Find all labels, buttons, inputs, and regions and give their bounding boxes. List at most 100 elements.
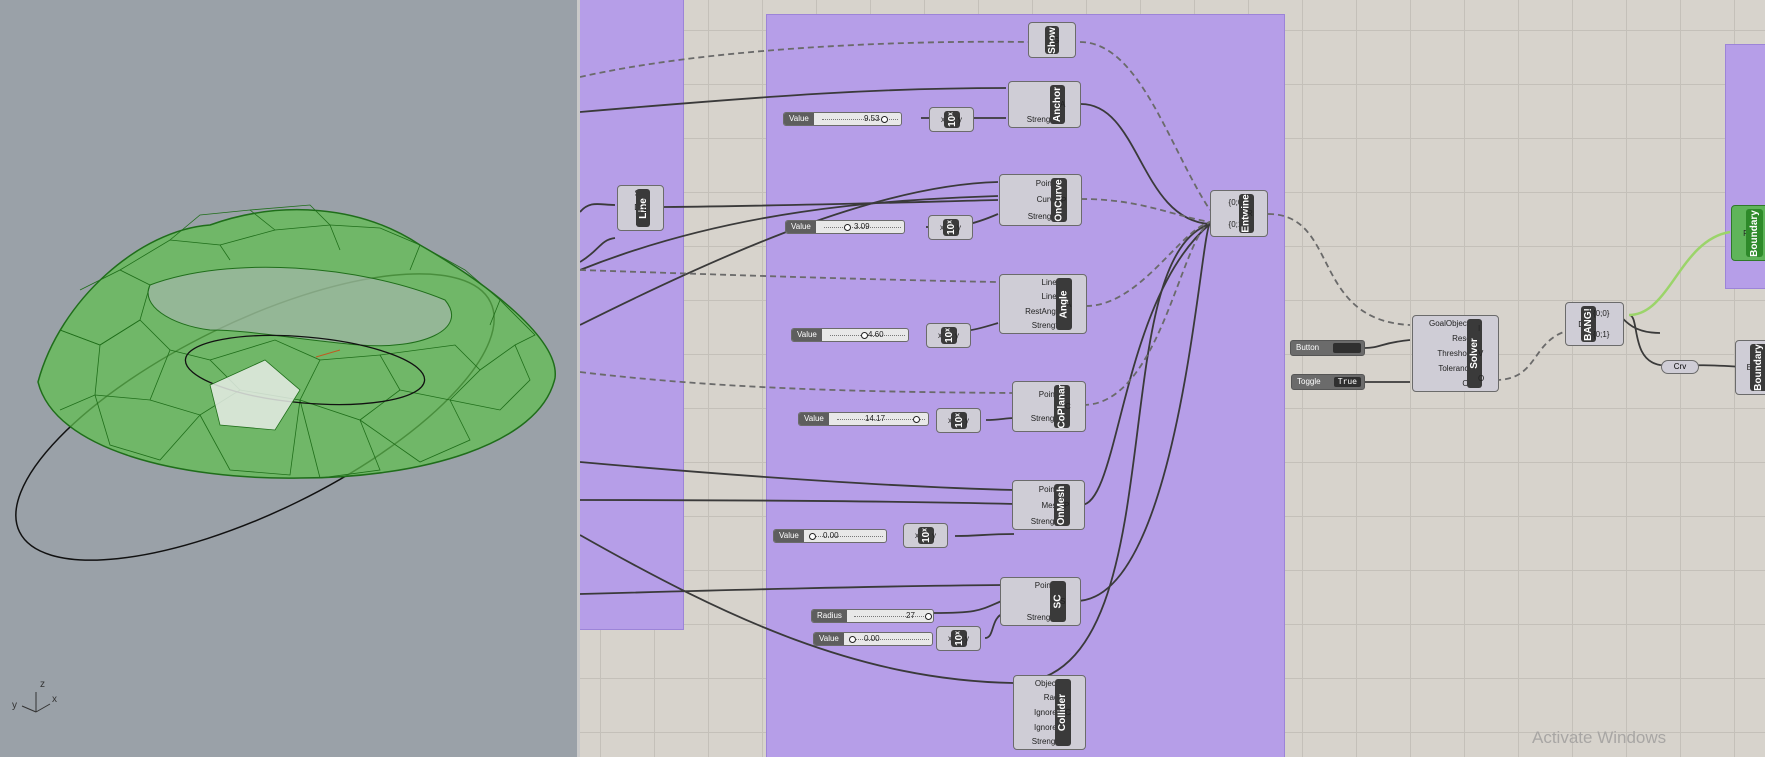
angle-input-strength[interactable]: Strength <box>1031 321 1062 331</box>
angle-input-linea[interactable]: LineA <box>1041 277 1062 287</box>
entwine-input-0-0[interactable]: {0;0} <box>1228 197 1245 207</box>
pow4-input-x[interactable]: x <box>948 416 952 425</box>
collider-input-strength[interactable]: Strength <box>1031 737 1062 747</box>
pow1-title: 10ˣ <box>946 112 958 127</box>
slider-anchor-strength-handle[interactable] <box>881 116 889 123</box>
collider-output-c[interactable]: C <box>1065 708 1071 717</box>
collider-input-objects[interactable]: Objects <box>1034 678 1062 688</box>
button-control-face[interactable] <box>1333 343 1361 353</box>
pow3-title: 10ˣ <box>943 328 955 343</box>
solver-output-o[interactable]: O <box>1478 374 1485 383</box>
slider-sc-radius-handle[interactable] <box>925 613 933 620</box>
line-output-l[interactable]: L <box>643 203 648 213</box>
collider-input-radii[interactable]: Radii <box>1043 693 1062 703</box>
power-component-3[interactable]: x 10ˣ y <box>926 323 971 348</box>
collider-input-ignoreb[interactable]: IgnoreB <box>1033 722 1062 732</box>
grasshopper-canvas[interactable]: G Show G P T Strength Anchor A S D L Lin… <box>580 0 1765 757</box>
oncurve-input-points[interactable]: Points <box>1035 178 1058 188</box>
power-component-1[interactable]: x 10ˣ y <box>929 107 974 132</box>
boundary-preview-component[interactable]: F Boundary <box>1731 205 1765 261</box>
crv-relay[interactable]: Crv <box>1661 360 1699 374</box>
boundary2-input-e[interactable]: E <box>1747 363 1752 372</box>
slider-oncurve-strength-handle[interactable] <box>844 224 852 231</box>
pow1-output-y[interactable]: y <box>958 115 962 124</box>
angle-input-lineb[interactable]: LineB <box>1041 292 1062 302</box>
solver-input-goalobjects[interactable]: GoalObjects <box>1428 319 1473 328</box>
bang-output-0-0[interactable]: {0;0} <box>1593 309 1610 318</box>
pow6-output-y[interactable]: y <box>965 634 969 643</box>
pow6-input-x[interactable]: x <box>948 634 952 643</box>
pow5-output-y[interactable]: y <box>932 531 936 540</box>
show-output-g[interactable]: G <box>1053 35 1060 45</box>
toggle-control-value[interactable]: True <box>1333 377 1361 387</box>
slider-coplanar-strength-handle[interactable] <box>913 416 921 423</box>
entwine-input-0-1[interactable]: {0;1} <box>1228 220 1245 230</box>
oncurve-input-curve[interactable]: Curve <box>1036 195 1058 205</box>
onmesh-input-mesh[interactable]: Mesh <box>1041 500 1061 510</box>
solver-component[interactable]: GoalObjects Reset Threshold Tolerance On… <box>1412 315 1499 392</box>
sc-input-strength[interactable]: Strength <box>1026 612 1057 622</box>
slider-onmesh-strength[interactable]: Value 0.00 <box>773 529 887 543</box>
solver-input-threshold[interactable]: Threshold <box>1437 349 1473 358</box>
entwine-component[interactable]: {0;0} {0;1} Entwine R <box>1210 190 1268 237</box>
pow4-output-y[interactable]: y <box>965 416 969 425</box>
solver-input-reset[interactable]: Reset <box>1452 334 1473 343</box>
oncurve-output-p[interactable]: P <box>1061 195 1067 205</box>
rhino-viewport[interactable]: z x y <box>0 0 577 757</box>
angle-component[interactable]: LineA LineB RestAngle Strength Angle A <box>999 274 1087 334</box>
toggle-control[interactable]: Toggle True <box>1291 374 1365 390</box>
slider-angle-strength-handle[interactable] <box>860 332 868 339</box>
anchor-component[interactable]: P T Strength Anchor A <box>1008 81 1081 128</box>
show-component[interactable]: G Show G <box>1028 22 1076 58</box>
sc-component[interactable]: Points R Strength SC S <box>1000 577 1081 626</box>
collider-component[interactable]: Objects Radii IgnoreA IgnoreB Strength C… <box>1013 675 1086 750</box>
coplanar-output-c[interactable]: C <box>1065 402 1071 411</box>
solver-output-v[interactable]: V <box>1478 349 1484 358</box>
solver-input-tolerance[interactable]: Tolerance <box>1438 364 1473 373</box>
coplanar-input-points[interactable]: Points <box>1038 389 1061 399</box>
power-component-6[interactable]: x 10ˣ y <box>936 626 981 651</box>
bang-output-0-1[interactable]: {0;1} <box>1593 330 1610 339</box>
power-component-5[interactable]: x 10ˣ y <box>903 523 948 548</box>
slider-onmesh-strength-handle[interactable] <box>809 533 816 540</box>
pow5-input-x[interactable]: x <box>915 531 919 540</box>
slider-angle-strength[interactable]: Value 4.60 <box>791 328 909 342</box>
pow2-input-x[interactable]: x <box>940 223 944 232</box>
anchor-output-a[interactable]: A <box>1060 100 1066 109</box>
collider-input-ignorea[interactable]: IgnoreA <box>1033 707 1062 717</box>
oncurve-input-strength[interactable]: Strength <box>1027 212 1058 222</box>
slider-sc-radius[interactable]: Radius 27 <box>811 609 934 623</box>
coplanar-input-strength[interactable]: Strength <box>1030 414 1061 424</box>
onmesh-input-strength[interactable]: Strength <box>1030 516 1061 526</box>
power-component-2[interactable]: x 10ˣ y <box>928 215 973 240</box>
angle-output-a[interactable]: A <box>1066 299 1072 309</box>
pow3-input-x[interactable]: x <box>938 331 942 340</box>
pow1-input-x[interactable]: x <box>941 115 945 124</box>
sc-input-points[interactable]: Points <box>1034 581 1057 591</box>
pow2-output-y[interactable]: y <box>957 223 961 232</box>
line-component[interactable]: S D L Line L <box>617 185 664 231</box>
viewport-splitter[interactable] <box>577 0 580 757</box>
slider-anchor-strength[interactable]: Value 9.53 <box>783 112 902 126</box>
slider-coplanar-strength[interactable]: Value 14.17 <box>798 412 929 426</box>
solver-output-i[interactable]: I <box>1478 324 1481 333</box>
bang-component[interactable]: D BANG! {0;0} {0;1} <box>1565 302 1624 346</box>
slider-sc-strength-handle[interactable] <box>849 636 856 643</box>
boundary1-input-f[interactable]: F <box>1743 229 1748 238</box>
anchor-input-strength[interactable]: Strength <box>1026 115 1057 124</box>
slider-oncurve-strength[interactable]: Value 3.09 <box>785 220 905 234</box>
axis-y-label: y <box>12 700 17 711</box>
button-control[interactable]: Button <box>1290 340 1365 356</box>
entwine-output-r[interactable]: R <box>1247 209 1253 218</box>
power-component-4[interactable]: x 10ˣ y <box>936 408 981 433</box>
angle-input-restangle[interactable]: RestAngle <box>1025 306 1062 316</box>
onmesh-output-p[interactable]: P <box>1064 500 1070 510</box>
pow3-output-y[interactable]: y <box>955 331 959 340</box>
onmesh-component[interactable]: Points Mesh Strength OnMesh P <box>1012 480 1085 530</box>
coplanar-component[interactable]: Points Strength CoPlanar C <box>1012 381 1086 432</box>
onmesh-input-points[interactable]: Points <box>1038 484 1061 494</box>
sc-output-s[interactable]: S <box>1060 597 1066 606</box>
slider-sc-strength[interactable]: Value 0.00 <box>813 632 933 646</box>
boundary-component[interactable]: E Boundary <box>1735 340 1765 395</box>
oncurve-component[interactable]: Points Curve Strength OnCurve P <box>999 174 1082 226</box>
